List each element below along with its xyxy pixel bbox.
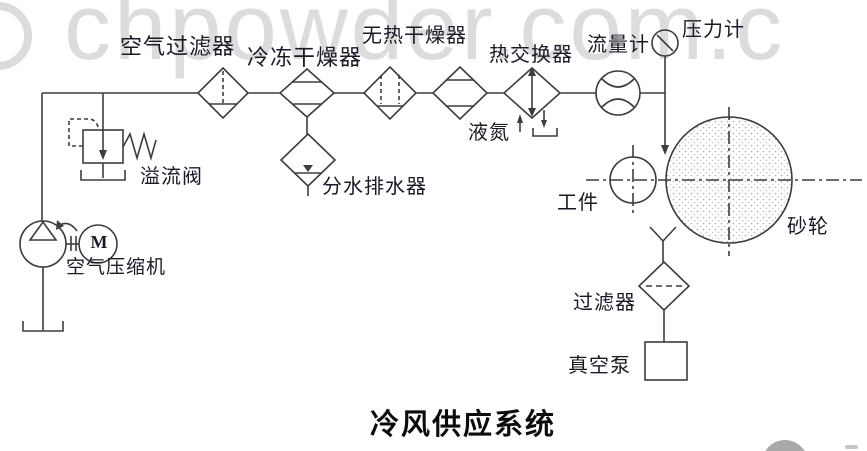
label-flow-meter: 流量计 xyxy=(587,34,650,56)
flow-meter-symbol xyxy=(595,70,641,116)
relief-valve-symbol xyxy=(68,93,157,181)
label-refrigeration-dryer: 冷冻干燥器 xyxy=(247,45,363,70)
label-filter: 过滤器 xyxy=(573,292,636,314)
intake-bracket xyxy=(22,321,64,332)
drain-bracket xyxy=(80,170,126,181)
label-heatless-dryer: 无热干燥器 xyxy=(362,25,467,47)
pilot-line xyxy=(68,118,99,147)
label-heat-exchanger: 热交换器 xyxy=(489,44,573,66)
label-grinding-wheel: 砂轮 xyxy=(787,216,829,238)
suction-nozzle-symbol xyxy=(649,226,677,262)
label-vacuum-pump: 真空泵 xyxy=(568,355,631,377)
label-relief-valve: 溢流阀 xyxy=(140,166,203,188)
cold-air-jet-arrow xyxy=(661,93,669,155)
watermark-text: chpowder.com.c xyxy=(64,0,786,79)
refrigeration-dryer-symbol xyxy=(278,67,336,134)
label-air-compressor: 空气压缩机 xyxy=(66,257,167,278)
rotation-arrow-icon xyxy=(59,222,78,232)
motor-letter: M xyxy=(90,232,108,252)
motor-circle xyxy=(78,224,118,264)
label-pressure-gauge: 压力计 xyxy=(682,19,745,41)
water-separator-symbol xyxy=(279,132,337,196)
vacuum-pump-symbol xyxy=(644,341,688,381)
label-water-separator: 分水排水器 xyxy=(322,176,427,198)
watermark-mark xyxy=(845,445,858,449)
watermark-logo-circle xyxy=(762,440,808,451)
spring-icon xyxy=(122,131,157,161)
label-air-filter: 空气过滤器 xyxy=(120,34,236,59)
dryer-tower-symbol xyxy=(431,65,489,121)
diagram-title: 冷风供应系统 xyxy=(370,409,557,441)
air-filter-symbol xyxy=(196,66,250,120)
air-compressor-symbol xyxy=(19,93,118,332)
vacuum-filter-symbol xyxy=(637,260,691,342)
drain-bracket xyxy=(532,128,558,137)
pressure-gauge-symbol xyxy=(651,29,679,93)
heat-exchanger-symbol xyxy=(502,66,562,137)
heatless-dryer-symbol xyxy=(362,65,418,121)
center-lines xyxy=(586,107,862,256)
label-liquid-nitrogen: 液氮 xyxy=(468,122,510,144)
label-workpiece: 工件 xyxy=(557,192,599,214)
